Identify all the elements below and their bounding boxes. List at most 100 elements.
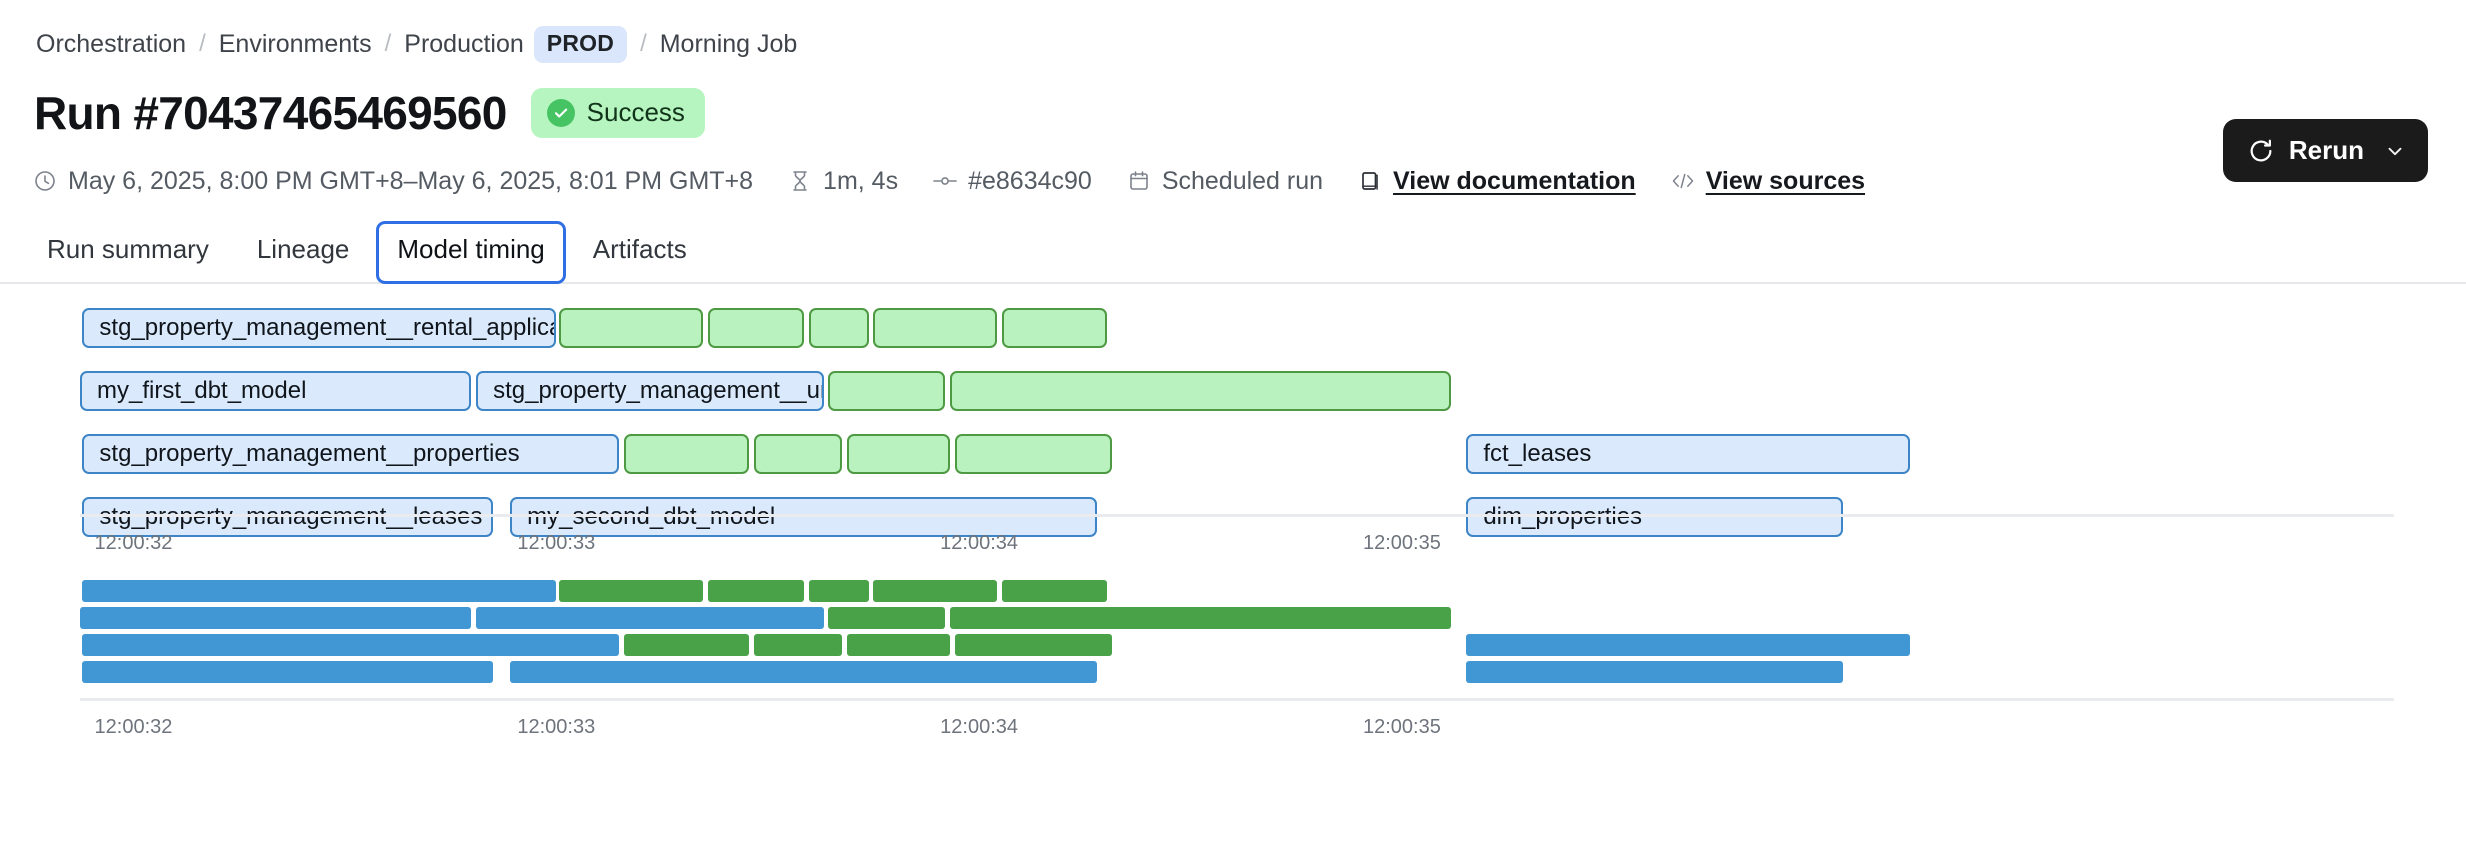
gantt-bar-label: stg_property_management__properties (99, 440, 520, 467)
gantt-bar-test[interactable] (809, 308, 869, 348)
meta-commit: #e8634c90 (932, 167, 1092, 196)
view-documentation-link[interactable]: View documentation (1357, 167, 1636, 196)
gantt-row: my_first_dbt_model stg_property_managemen… (0, 371, 2430, 415)
breadcrumb-badge-prod: PROD (533, 25, 628, 63)
flame-row (0, 580, 2430, 602)
gantt-bar-test[interactable] (954, 434, 1112, 474)
meta-duration-label: 1m, 4s (823, 166, 899, 195)
flame-bar-model[interactable] (82, 661, 494, 683)
tab-bar: Run summary Lineage Model timing Artifac… (0, 221, 2466, 284)
gantt-chart: stg_property_management__rental_applicat… (0, 308, 2430, 537)
tab-lineage[interactable]: Lineage (236, 221, 371, 284)
meta-trigger: Scheduled run (1126, 167, 1323, 196)
flame-bar-test[interactable] (708, 580, 805, 602)
flame-row (0, 661, 2430, 683)
gantt-bar-my_first_dbt_model[interactable]: my_first_dbt_model (80, 371, 472, 411)
flame-bar-test[interactable] (873, 580, 998, 602)
flame-bar-test[interactable] (846, 634, 950, 656)
flame-bar-test[interactable] (949, 607, 1451, 629)
check-circle-icon (546, 98, 575, 127)
flame-bar-model[interactable] (82, 634, 620, 656)
flame-bar-model[interactable] (1466, 661, 1843, 683)
axis-tick: 12:00:32 (94, 716, 173, 738)
gantt-bar-my_second_dbt_model[interactable]: my_second_dbt_model (510, 497, 1097, 537)
breadcrumb-separator: / (199, 30, 206, 57)
breadcrumb-item-morning-job[interactable]: Morning Job (659, 29, 798, 58)
axis-tick: 12:00:34 (940, 716, 1019, 738)
flame-bar-test[interactable] (1002, 580, 1107, 602)
gantt-bar-test[interactable] (873, 308, 998, 348)
refresh-icon (2247, 137, 2275, 165)
book-icon (1357, 168, 1383, 194)
flame-bar-test[interactable] (754, 634, 842, 656)
flame-bar-test[interactable] (558, 580, 704, 602)
meta-trigger-label: Scheduled run (1161, 166, 1324, 195)
gantt-time-axis: 12:00:32 12:00:33 12:00:34 12:00:35 (0, 514, 2430, 562)
gantt-bar-label: stg_property_management__units (493, 377, 824, 404)
flame-bar-model[interactable] (82, 580, 557, 602)
breadcrumb-item-environments[interactable]: Environments (218, 29, 372, 58)
meta-timestamp: May 6, 2025, 8:00 PM GMT+8–May 6, 2025, … (32, 167, 753, 196)
meta-timestamp-label: May 6, 2025, 8:00 PM GMT+8–May 6, 2025, … (68, 166, 754, 195)
meta-duration: 1m, 4s (787, 167, 898, 196)
axis-tick: 12:00:33 (517, 716, 596, 738)
gantt-bar-test[interactable] (1002, 308, 1107, 348)
rerun-button-label: Rerun (2288, 135, 2364, 165)
flame-bar-test[interactable] (809, 580, 869, 602)
flame-time-axis: 12:00:32 12:00:33 12:00:34 12:00:35 (0, 698, 2430, 746)
flame-bar-model[interactable] (1466, 634, 1910, 656)
status-badge-label: Success (586, 97, 685, 127)
model-timing-charts: stg_property_management__rental_applicat… (0, 308, 2466, 746)
rerun-button[interactable]: Rerun (2222, 119, 2428, 182)
gantt-bar-label: my_first_dbt_model (97, 377, 307, 404)
axis-tick: 12:00:34 (940, 532, 1019, 554)
gantt-bar-test[interactable] (949, 371, 1451, 411)
gantt-bar-test[interactable] (624, 434, 750, 474)
view-sources-label: View sources (1705, 166, 1866, 195)
calendar-icon (1126, 168, 1152, 194)
tab-model-timing[interactable]: Model timing (376, 221, 566, 284)
gantt-bar-stg_property_management__units[interactable]: stg_property_management__units (476, 371, 824, 411)
hourglass-icon (787, 168, 813, 194)
flame-bar-test[interactable] (954, 634, 1112, 656)
tab-artifacts[interactable]: Artifacts (572, 221, 708, 284)
axis-tick: 12:00:35 (1362, 716, 1441, 738)
gantt-bar-test[interactable] (828, 371, 946, 411)
flame-bar-model[interactable] (510, 661, 1097, 683)
axis-tick: 12:00:33 (517, 532, 596, 554)
gantt-bar-stg_property_management__properties[interactable]: stg_property_management__properties (82, 434, 620, 474)
gantt-bar-stg_property_management__rental_applications[interactable]: stg_property_management__rental_applicat… (82, 308, 557, 348)
flame-bar-test[interactable] (624, 634, 750, 656)
page-title: Run #70437465469560 (34, 87, 507, 139)
axis-line (80, 514, 2394, 517)
gantt-bar-test[interactable] (558, 308, 704, 348)
gantt-row: stg_property_management__rental_applicat… (0, 308, 2430, 352)
axis-tick: 12:00:35 (1362, 532, 1441, 554)
gantt-bar-fct_leases[interactable]: fct_leases (1466, 434, 1910, 474)
gantt-bar-test[interactable] (708, 308, 805, 348)
flame-bar-model[interactable] (476, 607, 824, 629)
breadcrumb-separator: / (384, 30, 392, 57)
breadcrumb-item-production[interactable]: Production (404, 29, 524, 58)
gantt-bar-test[interactable] (754, 434, 842, 474)
meta-commit-label: #e8634c90 (968, 166, 1092, 195)
flame-bar-model[interactable] (80, 607, 472, 629)
flame-row (0, 634, 2430, 656)
gantt-row: stg_property_management__leasesmy_second… (0, 497, 2430, 541)
gantt-bar-label: stg_property_management__rental_applicat… (99, 314, 554, 341)
flame-bar-test[interactable] (828, 607, 946, 629)
breadcrumb-item-orchestration[interactable]: Orchestration (36, 29, 187, 58)
clock-icon (32, 168, 58, 194)
gantt-bar-label: fct_leases (1483, 440, 1592, 467)
view-sources-link[interactable]: View sources (1670, 167, 1865, 196)
run-meta-row: May 6, 2025, 8:00 PM GMT+8–May 6, 2025, … (0, 160, 2466, 202)
status-badge: Success (530, 88, 705, 138)
tab-run-summary[interactable]: Run summary (26, 221, 230, 284)
gantt-bar-test[interactable] (846, 434, 950, 474)
code-icon (1670, 168, 1696, 194)
breadcrumb-separator: / (640, 30, 647, 57)
axis-tick: 12:00:32 (94, 532, 173, 554)
flame-row (0, 607, 2430, 629)
flame-chart (0, 580, 2430, 692)
chevron-down-icon[interactable] (2384, 140, 2406, 162)
